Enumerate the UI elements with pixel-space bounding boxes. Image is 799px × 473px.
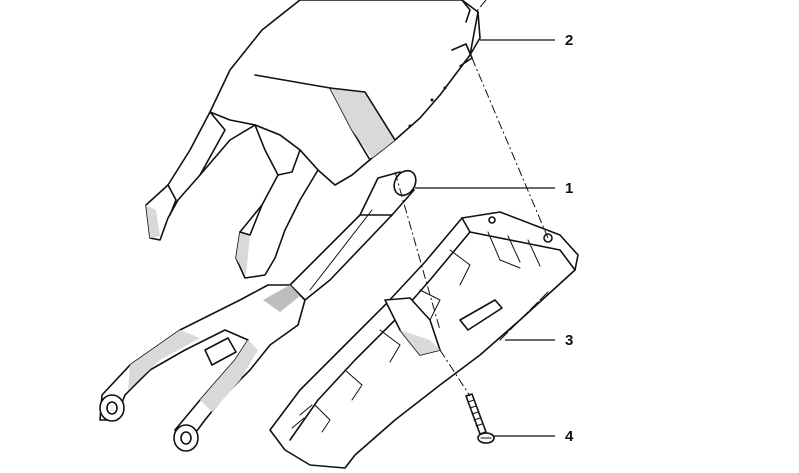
- callout-3: 3: [565, 332, 573, 349]
- upper-column-cover: [145, 0, 481, 279]
- screw: [465, 393, 495, 444]
- assembly-centerlines: [394, 0, 549, 397]
- lower-column-cover: [269, 211, 579, 469]
- callout-2: 2: [565, 32, 573, 49]
- steering-shaft: [99, 169, 417, 452]
- callout-4: 4: [565, 428, 574, 445]
- leader-lines: [415, 39, 555, 437]
- callout-1: 1: [565, 180, 573, 197]
